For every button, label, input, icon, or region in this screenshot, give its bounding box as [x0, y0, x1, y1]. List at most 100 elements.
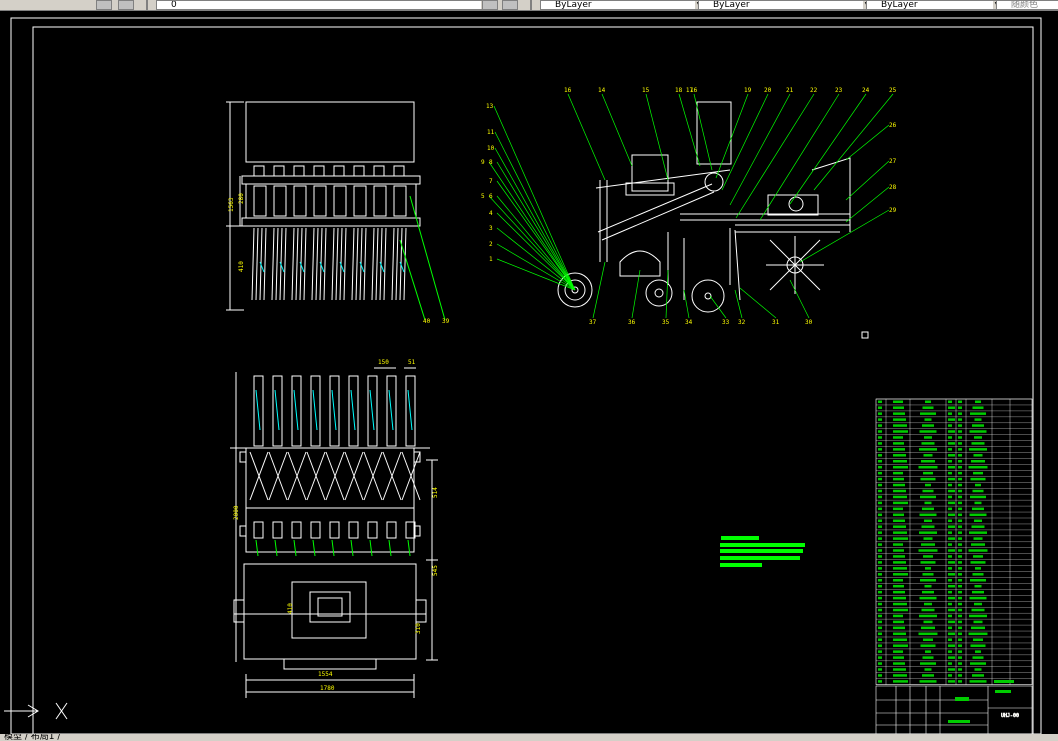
table-cell-text	[878, 471, 882, 475]
table-cell-text	[878, 555, 882, 558]
seed-unit-front	[313, 185, 327, 217]
dimension-text: 2000	[233, 505, 240, 520]
table-cell-text	[878, 519, 882, 522]
balloon-label: 28	[889, 184, 897, 191]
table-cell-text	[948, 668, 955, 671]
layer-dropdown[interactable]: 0 ▼	[156, 0, 490, 10]
top-view-part	[233, 599, 245, 623]
lineweight-value: ByLayer	[881, 0, 918, 10]
table-cell-text	[921, 626, 935, 630]
front-view-part	[245, 101, 415, 163]
top-view-part	[291, 581, 367, 639]
drawing-number: UHJ-00	[1001, 713, 1019, 719]
balloon-label: 6	[489, 193, 493, 200]
layer-manager-button[interactable]	[96, 0, 112, 10]
make-object-layer-current-button[interactable]	[482, 0, 498, 10]
balloon-label: 13	[486, 103, 494, 110]
table-cell-text	[948, 590, 952, 594]
grip-marker[interactable]	[861, 331, 869, 339]
table-cell-text	[893, 543, 903, 546]
table-cell-text	[893, 596, 906, 600]
seed-unit-top	[291, 375, 302, 447]
dimension-text: 410	[238, 261, 245, 272]
table-cell-text	[970, 412, 986, 415]
table-cell-text	[958, 543, 962, 546]
table-cell-text	[948, 436, 952, 439]
furrow-tine	[355, 227, 359, 301]
table-cell-text	[968, 632, 988, 636]
table-cell-text	[970, 561, 986, 564]
frame-brace	[287, 451, 307, 501]
seed-unit-front	[273, 185, 287, 217]
table-cell-text	[973, 620, 983, 624]
table-cell-text	[958, 561, 962, 564]
table-cell-text	[878, 608, 882, 612]
plotstyle-dropdown[interactable]: 随颜色	[996, 0, 1058, 10]
seed-unit-top	[253, 375, 264, 447]
color-dropdown[interactable]: ByLayer ▼	[540, 0, 704, 10]
side-view-part	[696, 101, 732, 165]
table-cell-text	[921, 525, 935, 528]
table-cell-text	[893, 656, 904, 659]
layer-previous-button-2[interactable]	[502, 0, 518, 10]
table-cell-text	[958, 549, 962, 552]
table-cell-text	[893, 442, 904, 445]
tine-highlight	[299, 261, 305, 273]
table-cell-text	[973, 638, 983, 641]
side-view-part	[654, 288, 664, 298]
linetype-value: ByLayer	[713, 0, 750, 10]
table-cell-text	[878, 662, 882, 665]
leader-line	[488, 161, 576, 291]
side-view-part	[597, 183, 713, 233]
furrow-tine	[395, 227, 399, 301]
table-cell-text	[893, 674, 907, 677]
furrow-tine	[263, 227, 267, 301]
table-cell-text	[958, 495, 962, 499]
table-cell-text	[921, 543, 935, 546]
table-cell-text	[958, 644, 962, 647]
table-cell-text	[878, 418, 882, 421]
table-cell-text	[878, 561, 882, 564]
table-cell-text	[958, 442, 962, 445]
side-view-part	[704, 172, 724, 192]
table-cell-text	[893, 436, 903, 439]
lineweight-dropdown[interactable]: ByLayer ▼	[866, 0, 1002, 10]
table-cell-text	[958, 531, 962, 534]
seed-unit-front	[293, 185, 307, 217]
seed-unit-front	[293, 165, 305, 177]
front-view-part	[245, 183, 417, 219]
table-cell-text	[919, 596, 937, 600]
table-cell-text	[923, 555, 933, 558]
tube-highlight	[369, 389, 375, 431]
table-cell-text	[878, 644, 882, 647]
table-cell-text	[971, 608, 985, 612]
balloon-label: 25	[889, 87, 897, 94]
table-cell-text	[969, 614, 987, 618]
table-cell-text	[948, 430, 955, 433]
table-cell-text	[948, 626, 952, 630]
leader-line	[693, 93, 713, 171]
toolbar-separator	[146, 0, 148, 10]
tube-highlight	[274, 389, 280, 431]
table-cell-text	[878, 465, 882, 469]
table-cell-text	[958, 656, 962, 659]
linetype-dropdown[interactable]: ByLayer ▼	[698, 0, 872, 10]
tab-model-layout[interactable]: 模型 / 布局1 /	[4, 734, 61, 741]
table-cell-text	[893, 471, 903, 475]
seed-unit-front	[333, 185, 347, 217]
table-cell-text	[948, 513, 955, 517]
balloon-label: 8	[489, 159, 493, 166]
leader-line	[601, 93, 633, 167]
tube-highlight	[255, 389, 261, 431]
table-cell-text	[958, 626, 962, 630]
top-view-part	[239, 451, 247, 463]
furrow-tine	[363, 227, 367, 301]
table-cell-text	[893, 519, 905, 522]
side-view-part	[645, 279, 673, 307]
table-cell-text	[922, 406, 934, 409]
table-cell-text	[893, 644, 908, 647]
layer-previous-button[interactable]	[118, 0, 134, 10]
